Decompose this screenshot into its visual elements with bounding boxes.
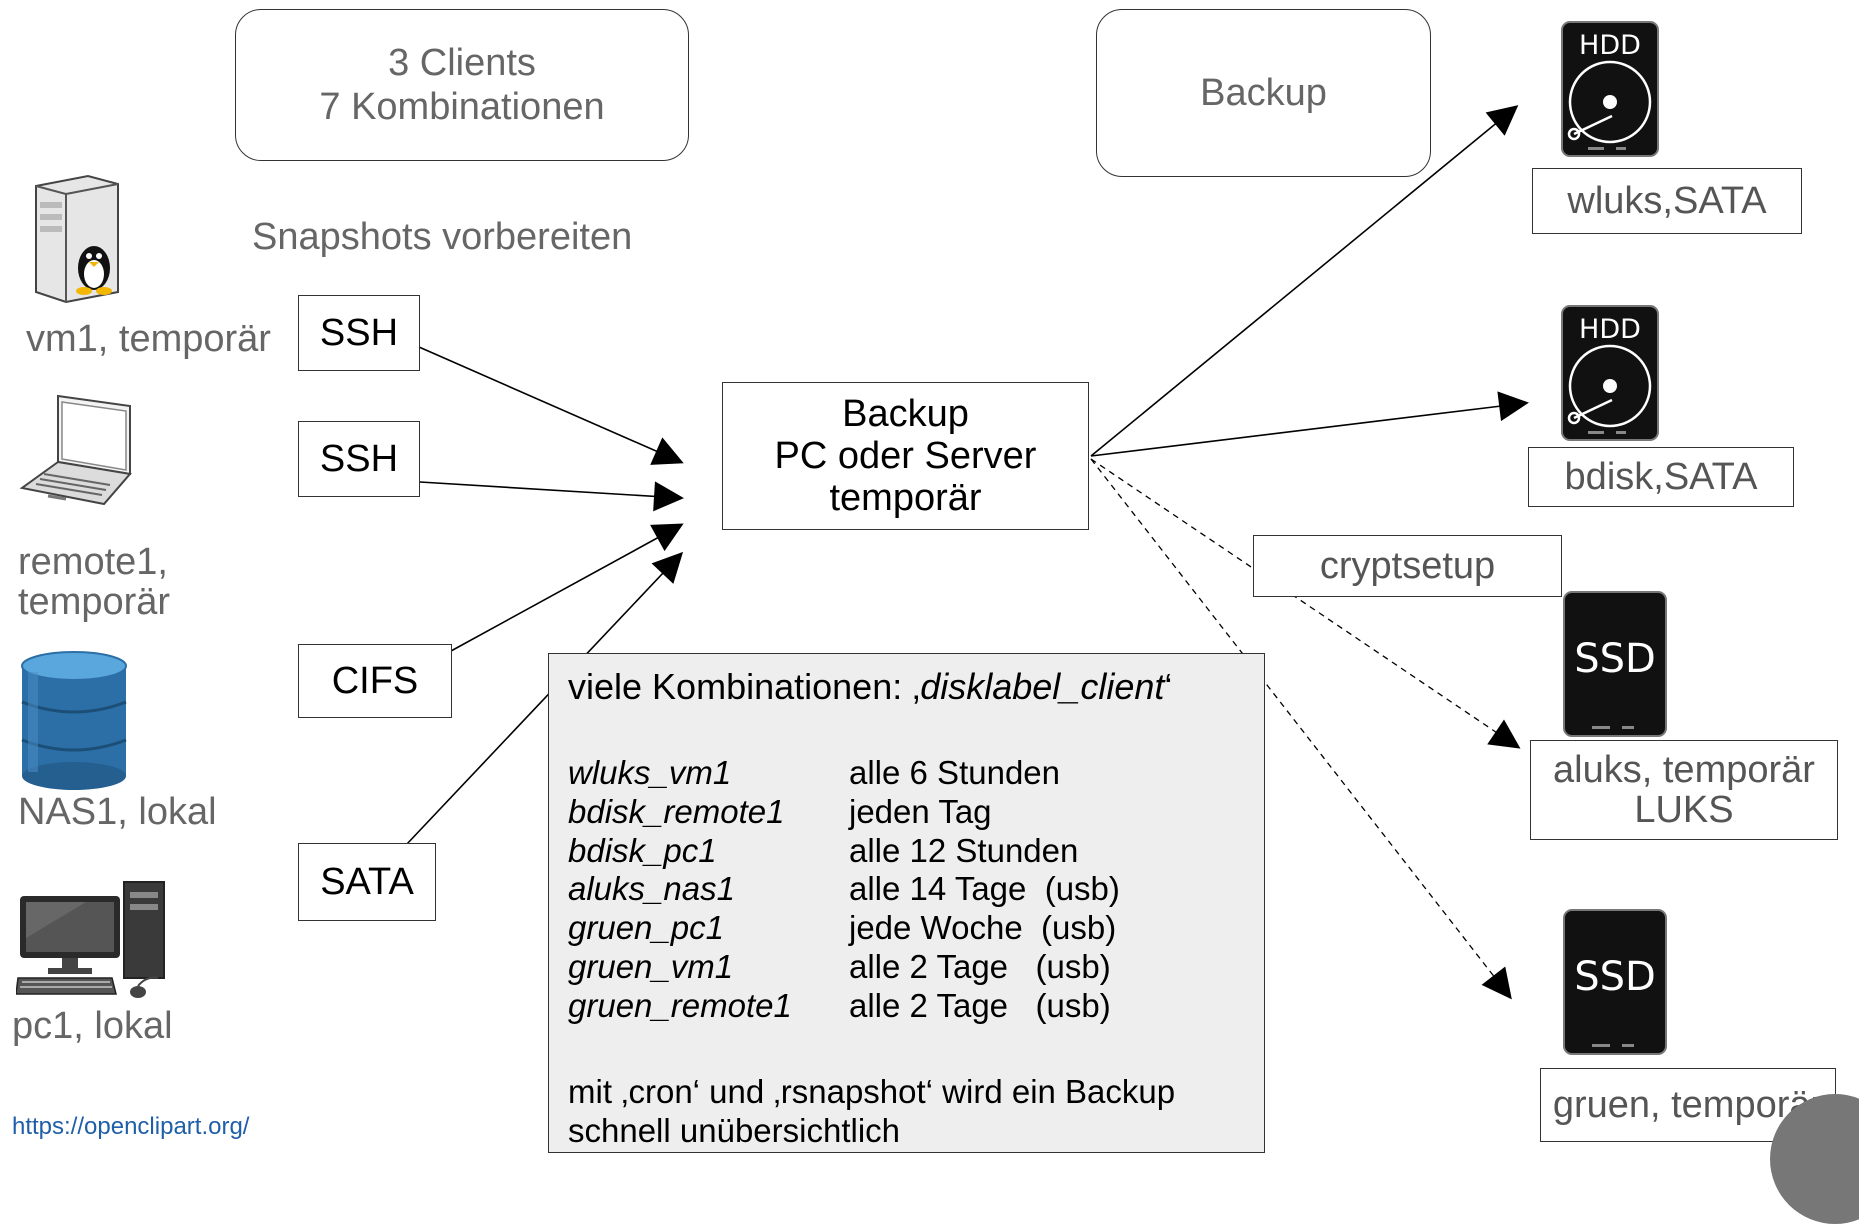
clients-count-label: 3 Clients <box>388 42 536 84</box>
clients-summary-box: 3 Clients 7 Kombinationen <box>235 9 689 161</box>
disk-aluks-label-line1: aluks, temporär <box>1553 749 1815 791</box>
openclipart-link[interactable]: https://openclipart.org/ <box>12 1113 250 1140</box>
cryptsetup-label: cryptsetup <box>1319 544 1496 587</box>
combination-key: bdisk_pc1 <box>568 832 717 869</box>
arrow-ssh1-to-server <box>418 346 684 465</box>
ssd-icon-text: SSD <box>1574 954 1656 1000</box>
database-icon <box>20 650 128 795</box>
disk-aluks-label-box: aluks, temporär LUKS <box>1530 740 1838 840</box>
ssd-icon: SSD <box>1562 908 1668 1061</box>
note-title: viele Kombinationen: ‚disklabel_client‘ <box>568 666 1172 708</box>
protocol-ssh-vm1: SSH <box>298 295 420 371</box>
backup-server-box: Backup PC oder Server temporär <box>722 382 1089 530</box>
combination-schedule: alle 2 Tage (usb) <box>849 987 1111 1024</box>
arrow-cifs-to-server <box>450 523 684 652</box>
combination-key: gruen_remote1 <box>568 987 792 1024</box>
hdd-icon-text: HDD <box>1579 30 1641 61</box>
combinations-count-label: 7 Kombinationen <box>319 86 605 128</box>
connector-layer <box>405 105 1529 1000</box>
note-title-italic: disklabel_client <box>920 666 1165 707</box>
disk-aluks-label-line2: LUKS <box>1634 789 1734 831</box>
disk-wluks-label-box: wluks,SATA <box>1532 168 1802 234</box>
protocol-sata-pc1: SATA <box>298 843 436 921</box>
linux-server-icon <box>26 172 122 309</box>
combination-key: aluks_nas1 <box>568 870 735 907</box>
client-remote1-label-line2: temporär <box>18 581 171 623</box>
client-nas1-label: NAS1, lokal <box>18 791 217 833</box>
combination-schedule: jeden Tag <box>849 793 992 830</box>
combination-schedule: alle 12 Stunden <box>849 832 1079 869</box>
disk-wluks-label: wluks,SATA <box>1567 180 1767 222</box>
combination-key: bdisk_remote1 <box>568 793 785 830</box>
snapshots-label: Snapshots vorbereiten <box>252 216 633 258</box>
combination-schedule: alle 6 Stunden <box>849 754 1061 791</box>
client-remote1-label-line1: remote1, <box>18 541 168 583</box>
arrow-ssh2-to-server <box>419 481 684 512</box>
combination-key: wluks_vm1 <box>568 754 732 791</box>
arrow-server-to-gruen <box>1090 458 1512 1000</box>
protocol-cifs-nas1: CIFS <box>298 644 452 718</box>
arrow-server-to-aluks <box>1090 458 1521 749</box>
arrow-server-to-wluks <box>1090 105 1519 457</box>
note-title-prefix: viele Kombinationen: ‚ <box>568 666 921 707</box>
desktop-pc-icon <box>15 878 170 1005</box>
ssd-icon-text: SSD <box>1574 636 1656 682</box>
note-footer: mit ‚cron‘ und ‚rsnapshot‘ wird ein Back… <box>568 1072 1175 1150</box>
server-line3: temporär <box>829 477 982 519</box>
hdd-icon-text: HDD <box>1579 314 1641 345</box>
client-pc1-label: pc1, lokal <box>12 1005 173 1047</box>
ssd-icon: SSD <box>1562 590 1668 743</box>
backup-header-box: Backup <box>1096 9 1431 177</box>
note-title-suffix: ‘ <box>1164 666 1173 707</box>
note-footer-line1: mit ‚cron‘ und ‚rsnapshot‘ wird ein Back… <box>568 1073 1176 1110</box>
laptop-icon <box>18 392 148 515</box>
disk-bdisk-label-box: bdisk,SATA <box>1528 447 1794 507</box>
note-footer-line2: schnell unübersichtlich <box>568 1112 901 1149</box>
combinations-note: viele Kombinationen: ‚disklabel_client‘ … <box>548 653 1265 1153</box>
server-line2: PC oder Server <box>774 435 1037 477</box>
server-line1: Backup <box>842 393 969 435</box>
combination-schedule: alle 14 Tage (usb) <box>849 870 1120 907</box>
backup-header-label: Backup <box>1200 72 1327 114</box>
combination-key: gruen_pc1 <box>568 909 724 946</box>
combination-key: gruen_vm1 <box>568 948 734 985</box>
cryptsetup-label-box: cryptsetup <box>1253 535 1562 597</box>
combination-schedule: jede Woche (usb) <box>849 909 1117 946</box>
disk-gruen-label: gruen, temporär <box>1552 1084 1824 1126</box>
client-remote1-label: remote1, temporär <box>18 542 170 622</box>
disk-bdisk-label: bdisk,SATA <box>1564 456 1758 498</box>
arrow-server-to-bdisk <box>1090 391 1529 457</box>
combination-schedule: alle 2 Tage (usb) <box>849 948 1111 985</box>
arrow-sata-to-server <box>405 551 684 846</box>
hdd-icon: HDD <box>1560 304 1660 447</box>
hdd-icon: HDD <box>1560 20 1660 163</box>
protocol-ssh-remote1: SSH <box>298 421 420 497</box>
client-vm1-label: vm1, temporär <box>26 318 271 360</box>
